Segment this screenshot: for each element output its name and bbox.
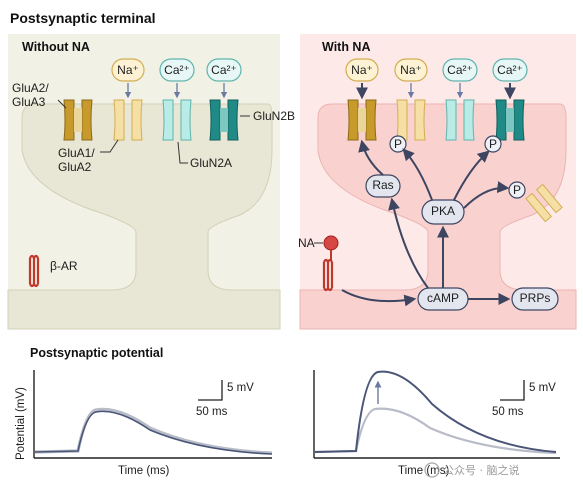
phosphate-glun2b: P: [484, 135, 502, 153]
xlabel-right: Time (ms): [398, 465, 449, 477]
svg-text:Ca²⁺: Ca²⁺: [497, 63, 523, 77]
node-ras: Ras: [365, 174, 401, 198]
svg-text:P: P: [489, 137, 497, 151]
trace-control-right: [314, 407, 557, 455]
svg-text:PKA: PKA: [431, 204, 455, 218]
panel-with-heading: With NA: [322, 40, 371, 54]
label-glua2: GluA2/: [12, 81, 49, 95]
wechat-icon: [424, 462, 440, 478]
ion-ca-left-1: Ca²⁺: [159, 58, 195, 82]
panel-without-na: Without NA Na⁺ Ca²⁺ Ca²⁺ GluA2/ GluA3 Gl…: [7, 34, 295, 330]
pathway-arrows: [341, 139, 511, 307]
ion-ca-left-2: Ca²⁺: [206, 58, 242, 82]
node-pka: PKA: [421, 199, 465, 225]
potential-graph-without: 5 mV 50 ms Time (ms) Potential (mV): [15, 370, 273, 477]
panel-without-heading: Without NA: [22, 40, 90, 54]
svg-text:Na⁺: Na⁺: [117, 63, 139, 77]
scale-mv-right: 5 mV: [529, 382, 556, 394]
svg-text:Ras: Ras: [372, 178, 393, 192]
phosphate-glua1: P: [389, 135, 407, 153]
label-glun2a: GluN2A: [190, 156, 232, 170]
scale-bar-right: [500, 380, 525, 401]
ion-na-right-1: Na⁺: [345, 58, 379, 82]
svg-text:P: P: [394, 137, 402, 151]
svg-text:Ca²⁺: Ca²⁺: [447, 63, 473, 77]
svg-text:公众号 · 脑之说: 公众号 · 脑之说: [443, 463, 520, 477]
ion-ca-right-1: Ca²⁺: [442, 58, 478, 82]
node-prps: PRPs: [511, 287, 559, 311]
na-ligand: [323, 235, 339, 251]
node-camp: cAMP: [417, 287, 469, 311]
label-glua2-b: GluA2: [58, 160, 92, 174]
panel-with-na: With NA Na⁺ Na⁺ Ca²⁺ Ca²⁺: [298, 34, 577, 330]
potential-heading: Postsynaptic potential: [30, 346, 163, 360]
svg-text:PRPs: PRPs: [520, 291, 551, 305]
label-glua3: GluA3: [12, 95, 46, 109]
internalized-channel: [525, 183, 563, 223]
phosphate-internalized: P: [508, 181, 526, 199]
figure-title: Postsynaptic terminal: [10, 10, 156, 26]
watermark: 公众号 · 脑之说: [424, 462, 520, 478]
scale-ms-left: 50 ms: [196, 406, 228, 418]
label-glua1: GluA1/: [58, 146, 95, 160]
label-glun2b: GluN2B: [253, 109, 295, 123]
label-beta-ar: β-AR: [50, 259, 78, 273]
scale-ms-right: 50 ms: [492, 406, 524, 418]
label-na: NA: [298, 236, 315, 250]
xlabel-left: Time (ms): [118, 465, 169, 477]
terminal-shape-left: [7, 103, 281, 330]
scale-mv-left: 5 mV: [227, 382, 254, 394]
svg-text:cAMP: cAMP: [427, 291, 459, 305]
svg-text:Ca²⁺: Ca²⁺: [164, 63, 190, 77]
trace-dark-left: [34, 410, 273, 455]
trace-na-right: [314, 370, 557, 453]
svg-text:Na⁺: Na⁺: [400, 63, 422, 77]
scale-bar-left: [198, 380, 223, 401]
ion-na-left: Na⁺: [111, 58, 145, 82]
svg-text:P: P: [513, 183, 521, 197]
ion-na-right-2: Na⁺: [394, 58, 428, 82]
ylabel: Potential (mV): [15, 387, 27, 460]
svg-text:Na⁺: Na⁺: [351, 63, 373, 77]
ion-ca-right-2: Ca²⁺: [492, 58, 528, 82]
svg-text:Ca²⁺: Ca²⁺: [211, 63, 237, 77]
potential-graph-with: 5 mV 50 ms Time (ms): [313, 370, 560, 477]
